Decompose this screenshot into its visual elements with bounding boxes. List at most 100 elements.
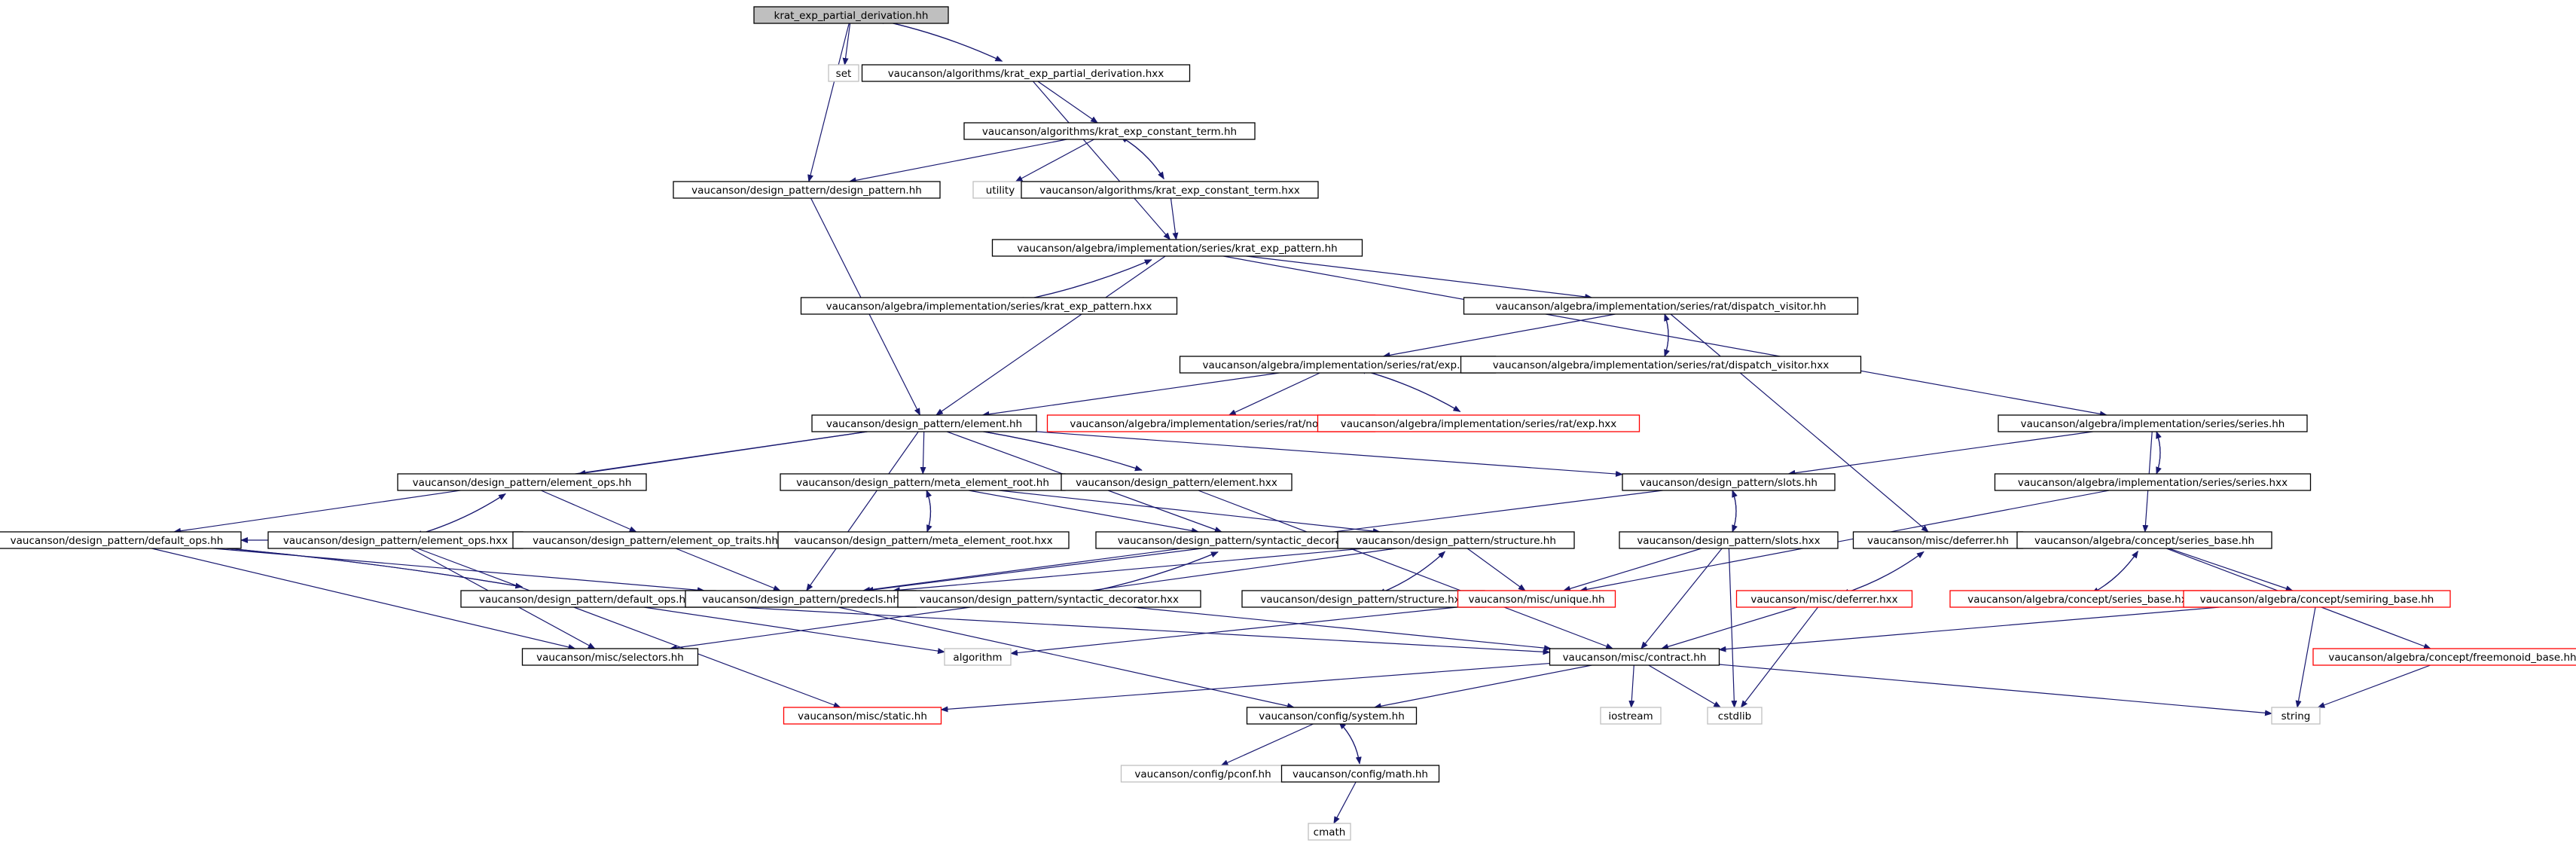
file-node[interactable]: vaucanson/algorithms/krat_exp_constant_t… xyxy=(963,122,1256,140)
file-node[interactable]: cstdlib xyxy=(1707,707,1763,725)
file-node-label: vaucanson/design_pattern/default_ops.hh xyxy=(11,535,224,547)
file-node[interactable]: vaucanson/design_pattern/design_pattern.… xyxy=(673,181,941,199)
file-node[interactable]: vaucanson/algebra/implementation/series/… xyxy=(1179,356,1497,374)
include-edge xyxy=(1648,664,1722,708)
file-node-box xyxy=(2271,707,2321,725)
file-node[interactable]: vaucanson/design_pattern/default_ops.hh xyxy=(0,531,242,549)
file-node[interactable]: vaucanson/algorithms/krat_exp_constant_t… xyxy=(1021,181,1319,199)
file-node[interactable]: vaucanson/design_pattern/meta_element_ro… xyxy=(777,531,1070,549)
file-node[interactable]: vaucanson/design_pattern/syntactic_decor… xyxy=(897,590,1201,608)
file-node-label: vaucanson/design_pattern/slots.hh xyxy=(1640,477,1818,489)
file-node[interactable]: vaucanson/design_pattern/element_op_trai… xyxy=(512,531,798,549)
include-edge xyxy=(1016,259,1152,303)
file-node-label: vaucanson/algebra/implementation/series/… xyxy=(2021,418,2285,430)
include-edge xyxy=(892,548,1364,594)
file-node-label: vaucanson/algebra/concept/series_base.hh xyxy=(2034,535,2254,547)
include-edge xyxy=(935,255,1166,416)
file-node-label: vaucanson/algebra/implementation/series/… xyxy=(1017,243,1337,255)
file-node[interactable]: vaucanson/design_pattern/slots.hxx xyxy=(1619,531,1839,549)
file-node[interactable]: vaucanson/design_pattern/default_ops.hxx xyxy=(460,590,716,608)
file-node[interactable]: iostream xyxy=(1600,707,1662,725)
file-node-label: algorithm xyxy=(953,652,1002,664)
file-node[interactable]: vaucanson/misc/static.hh xyxy=(783,707,942,725)
include-edge xyxy=(1467,548,1526,591)
file-node[interactable]: vaucanson/algebra/implementation/series/… xyxy=(800,297,1178,315)
file-node[interactable]: vaucanson/algorithms/krat_exp_partial_de… xyxy=(861,64,1191,82)
file-node[interactable]: vaucanson/design_pattern/structure.hxx xyxy=(1241,590,1485,608)
file-node-box xyxy=(753,6,949,24)
include-edge xyxy=(2091,551,2138,594)
include-edge xyxy=(807,23,850,182)
include-edge xyxy=(926,489,932,533)
file-node[interactable]: vaucanson/design_pattern/element.hxx xyxy=(1061,473,1293,491)
file-node[interactable]: vaucanson/misc/selectors.hh xyxy=(521,648,699,666)
file-node[interactable]: vaucanson/algebra/concept/series_base.hx… xyxy=(1949,590,2211,608)
include-edge xyxy=(1120,136,1164,180)
file-node[interactable]: vaucanson/misc/deferrer.hh xyxy=(1852,531,2024,549)
file-node[interactable]: vaucanson/algebra/implementation/series/… xyxy=(1998,414,2308,432)
include-edge xyxy=(1728,548,1738,708)
file-node[interactable]: vaucanson/design_pattern/predecls.hh xyxy=(685,590,917,608)
include-edge xyxy=(1037,81,1098,124)
include-edge xyxy=(1017,259,1152,302)
file-node[interactable]: string xyxy=(2271,707,2321,725)
include-edge xyxy=(1333,781,1357,824)
file-node[interactable]: vaucanson/config/math.hh xyxy=(1280,765,1440,783)
file-node-label: vaucanson/algebra/concept/series_base.hx… xyxy=(1967,594,2193,606)
file-node-label: vaucanson/design_pattern/meta_element_ro… xyxy=(794,535,1052,547)
include-edge xyxy=(1076,551,1219,597)
file-node[interactable]: algorithm xyxy=(944,648,1012,666)
file-node[interactable]: vaucanson/design_pattern/element.hh xyxy=(811,414,1037,432)
file-node[interactable]: vaucanson/config/system.hh xyxy=(1246,707,1418,725)
include-edge xyxy=(1220,723,1314,766)
file-node[interactable]: vaucanson/design_pattern/slots.hh xyxy=(1622,473,1836,491)
file-node-box xyxy=(0,531,242,549)
file-node[interactable]: vaucanson/config/pconf.hh xyxy=(1120,765,1286,783)
file-node-box xyxy=(783,707,942,725)
file-node[interactable]: vaucanson/algebra/implementation/series/… xyxy=(991,239,1363,257)
include-edge xyxy=(2169,548,2294,591)
file-node[interactable]: vaucanson/design_pattern/element_ops.hh xyxy=(397,473,647,491)
include-edge xyxy=(643,606,945,655)
include-edge xyxy=(1338,722,1362,765)
include-edge xyxy=(1338,722,1360,764)
file-node[interactable]: set xyxy=(828,64,859,82)
file-node[interactable]: vaucanson/design_pattern/meta_element_ro… xyxy=(780,473,1066,491)
include-edge xyxy=(1842,551,1924,595)
include-edge xyxy=(960,427,1143,472)
file-node-label: vaucanson/design_pattern/predecls.hh xyxy=(702,594,899,606)
include-edge xyxy=(1841,551,1924,595)
file-node[interactable]: vaucanson/algebra/implementation/series/… xyxy=(1463,297,1859,315)
file-node[interactable]: vaucanson/misc/contract.hh xyxy=(1549,648,1720,666)
file-node-box xyxy=(1317,414,1641,432)
include-edge xyxy=(1373,664,1592,710)
file-node-box xyxy=(944,648,1012,666)
file-node[interactable]: vaucanson/algebra/concept/freemonoid_bas… xyxy=(2312,648,2576,666)
file-node-label: vaucanson/design_pattern/meta_element_ro… xyxy=(796,477,1049,489)
file-node[interactable]: vaucanson/algebra/implementation/series/… xyxy=(1460,356,1862,374)
file-node[interactable]: vaucanson/design_pattern/syntactic_decor… xyxy=(1095,531,1393,549)
file-node[interactable]: vaucanson/design_pattern/element_ops.hxx xyxy=(267,531,523,549)
file-node[interactable]: vaucanson/algebra/concept/series_base.hh xyxy=(2016,531,2272,549)
include-edge xyxy=(1579,490,2110,593)
file-node[interactable]: vaucanson/algebra/implementation/series/… xyxy=(1994,473,2312,491)
file-node[interactable]: vaucanson/misc/deferrer.hxx xyxy=(1735,590,1913,608)
include-edge xyxy=(940,662,1550,713)
include-edge xyxy=(1010,606,1458,656)
file-node-box xyxy=(1308,823,1351,841)
file-node-box xyxy=(1619,531,1839,549)
file-node-label: vaucanson/config/pconf.hh xyxy=(1134,768,1271,780)
file-node[interactable]: utility xyxy=(972,181,1028,199)
file-node-label: vaucanson/misc/selectors.hh xyxy=(536,652,684,664)
file-node[interactable]: vaucanson/algebra/concept/semiring_base.… xyxy=(2183,590,2451,608)
file-node[interactable]: vaucanson/algebra/implementation/series/… xyxy=(1046,414,1376,432)
file-node[interactable]: krat_exp_partial_derivation.hh xyxy=(753,6,949,24)
include-edge xyxy=(212,548,705,594)
include-edge xyxy=(1563,548,1702,592)
file-node[interactable]: vaucanson/misc/unique.hh xyxy=(1457,590,1616,608)
file-node[interactable]: vaucanson/design_pattern/structure.hh xyxy=(1337,531,1575,549)
file-node-label: vaucanson/misc/contract.hh xyxy=(1563,652,1707,664)
file-node[interactable]: vaucanson/algebra/implementation/series/… xyxy=(1317,414,1641,432)
file-node-label: vaucanson/algebra/concept/freemonoid_bas… xyxy=(2328,652,2576,664)
file-node[interactable]: cmath xyxy=(1308,823,1351,841)
